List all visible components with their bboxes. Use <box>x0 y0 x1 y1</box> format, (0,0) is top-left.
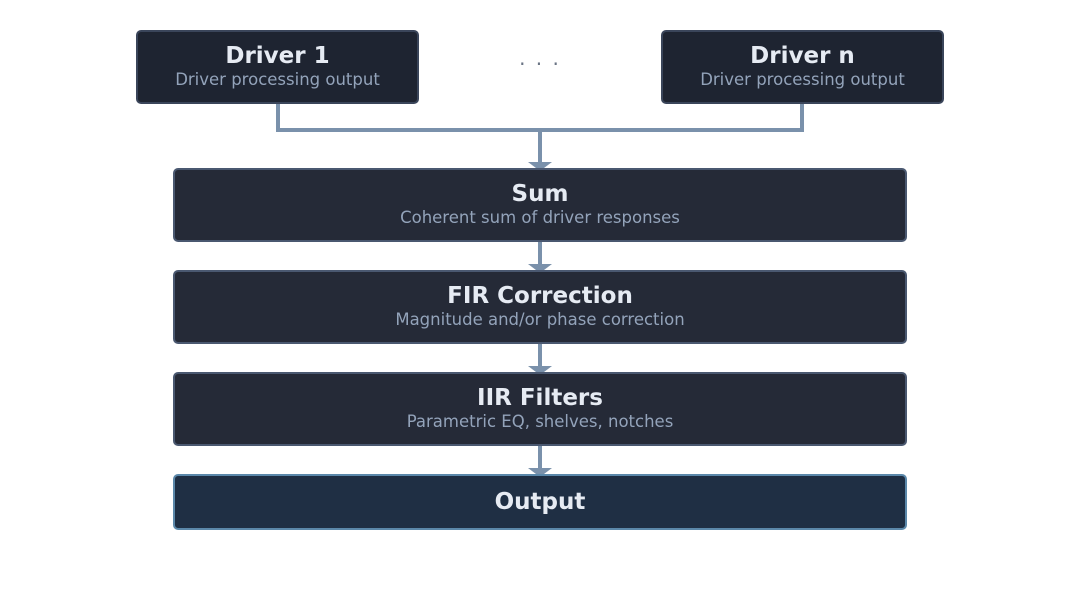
output-title: Output <box>494 489 586 515</box>
ellipsis: . . . <box>519 46 561 70</box>
driver-n-box: Driver n Driver processing output <box>661 30 944 104</box>
iir-filters-subtitle: Parametric EQ, shelves, notches <box>406 412 674 431</box>
arrowhead-to-output-icon <box>528 468 552 477</box>
output-box: Output <box>173 474 907 530</box>
arrowhead-to-fir-icon <box>528 264 552 273</box>
fir-correction-title: FIR Correction <box>447 283 633 309</box>
driver-n-title: Driver n <box>750 43 855 69</box>
sum-title: Sum <box>511 181 569 207</box>
driver-1-subtitle: Driver processing output <box>175 70 380 89</box>
driver-1-title: Driver 1 <box>225 43 330 69</box>
fir-correction-box: FIR Correction Magnitude and/or phase co… <box>173 270 907 344</box>
driver-n-subtitle: Driver processing output <box>700 70 905 89</box>
sum-subtitle: Coherent sum of driver responses <box>400 208 680 227</box>
driver-1-box: Driver 1 Driver processing output <box>136 30 419 104</box>
iir-filters-title: IIR Filters <box>477 385 603 411</box>
sum-box: Sum Coherent sum of driver responses <box>173 168 907 242</box>
fir-correction-subtitle: Magnitude and/or phase correction <box>395 310 685 329</box>
arrowhead-to-sum-icon <box>528 162 552 171</box>
iir-filters-box: IIR Filters Parametric EQ, shelves, notc… <box>173 372 907 446</box>
arrowhead-to-iir-icon <box>528 366 552 375</box>
